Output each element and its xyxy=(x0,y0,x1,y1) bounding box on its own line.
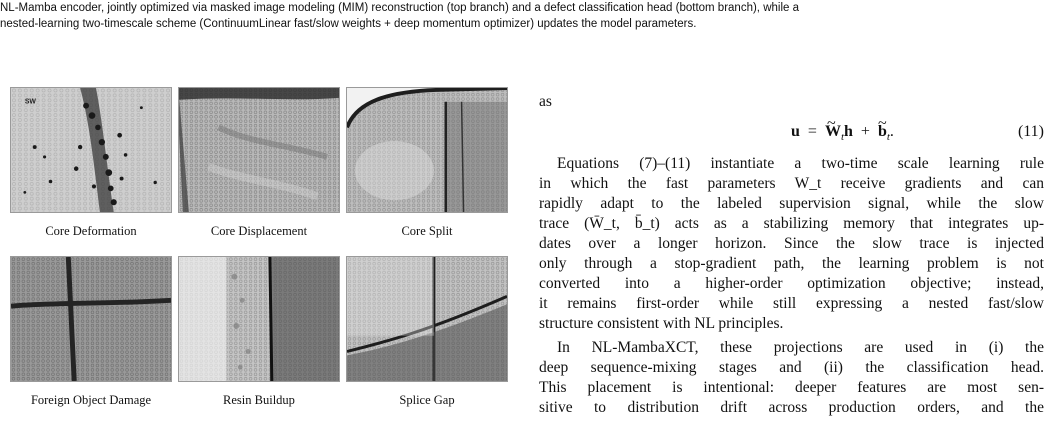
xct-image-splice-gap xyxy=(346,256,508,382)
xct-image-core-split xyxy=(346,87,508,213)
tile-core-split: Core Split xyxy=(346,87,508,239)
p1-line-7: converted into a higher-order optimizati… xyxy=(539,275,1044,292)
xct-image-core-displacement xyxy=(178,87,340,213)
tile-label-core-deformation: Core Deformation xyxy=(45,224,137,238)
p1-line-6: only through a stop-gradient path, the l… xyxy=(539,255,1044,272)
p1-line-4: trace (W̄_t, b̄_t) acts as a stabilizing… xyxy=(539,215,1044,232)
leadin-word: as xyxy=(539,93,552,110)
xct-image-core-deformation: SW xyxy=(10,87,172,213)
tile-label-resin-buildup: Resin Buildup xyxy=(223,393,295,407)
tile-foreign-object-damage: Foreign Object Damage xyxy=(10,256,172,408)
p2-line-2: deep sequence-mixing stages and (ii) the… xyxy=(539,359,1044,376)
xct-image-resin-buildup xyxy=(178,256,340,382)
tile-label-core-displacement: Core Displacement xyxy=(210,224,308,238)
tile-splice-gap: Splice Gap xyxy=(346,256,508,408)
p1-line-5: dates over a longer horizon. Since the s… xyxy=(539,235,1044,252)
p1-line-1: Equations (7)–(11) instantiate a two-tim… xyxy=(557,155,1044,172)
figure-caption: NL-Mamba encoder, jointly optimized via … xyxy=(0,0,1055,32)
p2-line-4: sitive to distribution drift across prod… xyxy=(539,399,1044,416)
p1-line-8: it remains first-order while still expre… xyxy=(539,295,1044,312)
equation-11: u = ~Wth + ~bt. (11) xyxy=(539,115,1044,144)
tile-label-foreign-object-damage: Foreign Object Damage xyxy=(30,393,152,407)
equation-body: u = ~Wth + ~bt. xyxy=(791,115,894,144)
p1-line-9: structure consistent with NL principles. xyxy=(539,315,784,332)
paragraph-2: In NL-MambaXCT, these projections are us… xyxy=(539,338,1044,418)
tile-core-deformation: SW Core Deformation xyxy=(10,87,172,239)
paragraph-1: Equations (7)–(11) instantiate a two-tim… xyxy=(539,154,1044,334)
tile-core-displacement: Core Displacement xyxy=(178,87,340,239)
p2-line-1: In NL-MambaXCT, these projections are us… xyxy=(557,339,1044,356)
p1-line-2: in which the fast parameters W_t receive… xyxy=(539,175,1044,192)
equation-number: (11) xyxy=(1017,123,1044,140)
caption-line-2: nested-learning two-timescale scheme (Co… xyxy=(0,18,697,30)
inset-label: SW xyxy=(25,99,37,106)
defect-figure-grid: SW Core Deformation Core Displaceme xyxy=(0,87,508,443)
tile-label-core-split: Core Split xyxy=(401,224,453,238)
tile-resin-buildup: Resin Buildup xyxy=(178,256,340,408)
xct-image-foreign-object-damage xyxy=(10,256,172,382)
caption-line-1: NL-Mamba encoder, jointly optimized via … xyxy=(0,2,799,14)
p2-line-3: This placement is intentional: deeper fe… xyxy=(539,379,1044,396)
p1-line-3: rapidly adapt to the labeled supervision… xyxy=(539,195,1044,212)
tile-label-splice-gap: Splice Gap xyxy=(399,393,455,407)
